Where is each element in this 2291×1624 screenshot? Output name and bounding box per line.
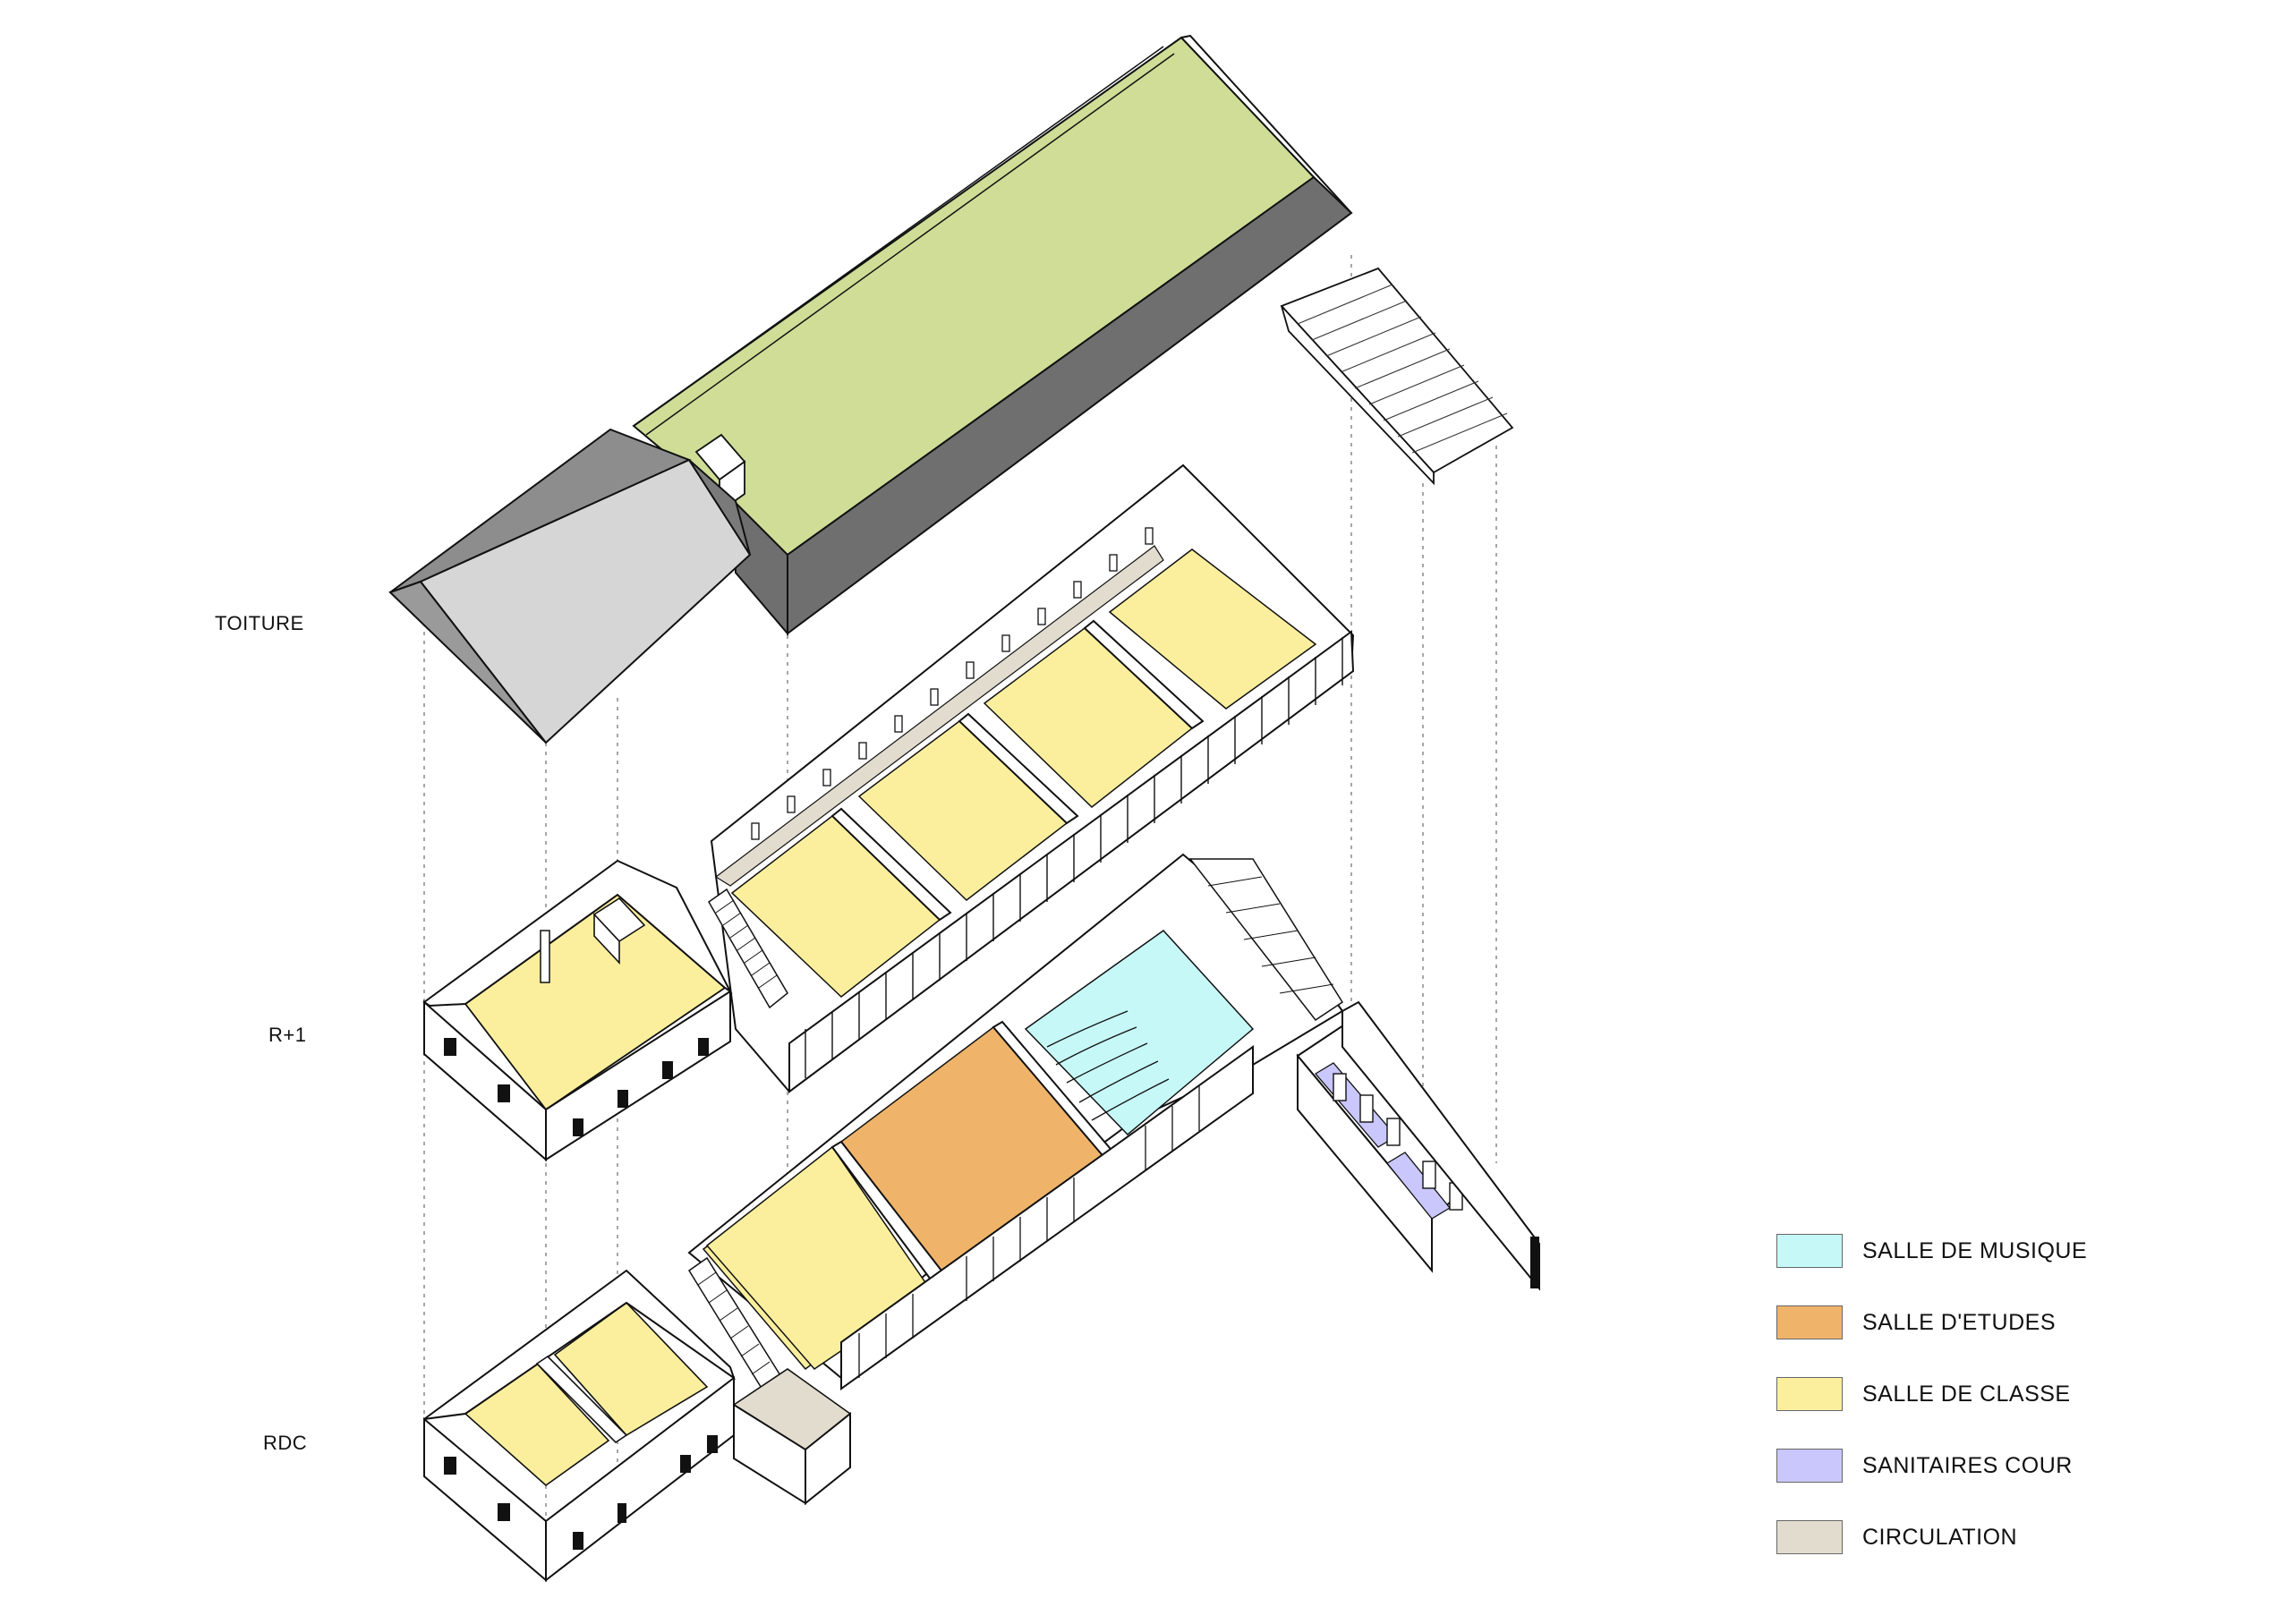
r1-partitions: [830, 619, 1205, 922]
r1-classroom-4: [1108, 548, 1317, 710]
legend-item-circulation: CIRCULATION: [1776, 1501, 2087, 1573]
roof-level: [388, 34, 1514, 744]
r1-pavilion-stair-side: [593, 912, 620, 965]
canopy-roof: [1280, 267, 1514, 486]
legend-label-etudes: SALLE D'ETUDES: [1862, 1309, 2057, 1335]
r1-pavilion-chimney: [540, 930, 550, 983]
legend-label-musique: SALLE DE MUSIQUE: [1862, 1237, 2088, 1263]
legend-item-musique: SALLE DE MUSIQUE: [1776, 1215, 2087, 1287]
first-floor-level: [422, 463, 1355, 1162]
rdc-music-room: [1024, 930, 1255, 1136]
ground-floor-level: [423, 853, 1540, 1583]
canopy-edge: [1281, 305, 1435, 486]
rdc-walkway-post: [1530, 1237, 1539, 1288]
r1-stair-steps: [715, 899, 778, 989]
rdc-link-side: [805, 1411, 851, 1506]
r1-rear-windows: [751, 527, 1154, 840]
roof-dark-lower: [732, 498, 788, 636]
legend-label-classe: SALLE DE CLASSE: [1862, 1381, 2071, 1407]
legend-swatch-classe: [1776, 1377, 1843, 1411]
hip-roof-side-dark: [688, 459, 751, 556]
canopy-slats: [1297, 284, 1508, 454]
legend-item-sanitaires: SANITAIRES COUR: [1776, 1430, 2087, 1501]
legend-swatch-circulation: [1776, 1520, 1843, 1554]
rdc-sanitaires-stalls: [1333, 1073, 1463, 1211]
level-label-ground-floor: RDC: [263, 1432, 308, 1454]
rdc-stair-left-steps: [697, 1271, 771, 1375]
level-label-first-floor: R+1: [268, 1024, 307, 1046]
rdc-pavilion-partition: [535, 1355, 628, 1444]
legend-label-circulation: CIRCULATION: [1862, 1524, 2018, 1550]
rdc-stair-right-steps: [1207, 876, 1334, 994]
legend-item-classe: SALLE DE CLASSE: [1776, 1358, 2087, 1430]
rdc-front-windows: [858, 1086, 1200, 1378]
r1-pavilion-front-right: [545, 990, 731, 1161]
r1-staircase: [708, 888, 788, 1009]
roof-gable-edge: [1180, 34, 1352, 214]
legend-swatch-etudes: [1776, 1305, 1843, 1339]
r1-pavilion-rear-wall: [422, 859, 733, 1008]
r1-front-windows: [805, 637, 1343, 1078]
legend-label-sanitaires: SANITAIRES COUR: [1862, 1452, 2073, 1478]
r1-corridor: [714, 545, 1164, 887]
r1-pavilion-windows: [444, 1038, 709, 1136]
roof-eave-line: [633, 46, 1164, 427]
rdc-pavilion-windows: [444, 1435, 718, 1550]
r1-front-wall: [788, 630, 1355, 1093]
legend-item-etudes: SALLE D'ETUDES: [1776, 1287, 2087, 1358]
legend-swatch-sanitaires: [1776, 1449, 1843, 1483]
level-label-roof: TOITURE: [215, 612, 304, 634]
rdc-music-steps: [1046, 1010, 1170, 1121]
roof-eave-line-2: [645, 53, 1175, 436]
legend: SALLE DE MUSIQUE SALLE D'ETUDES SALLE DE…: [1776, 1215, 2087, 1573]
hip-ridge: [420, 581, 547, 744]
rdc-stair-right: [1188, 858, 1344, 1022]
rdc-partitions: [830, 1020, 1117, 1281]
legend-swatch-musique: [1776, 1234, 1843, 1268]
